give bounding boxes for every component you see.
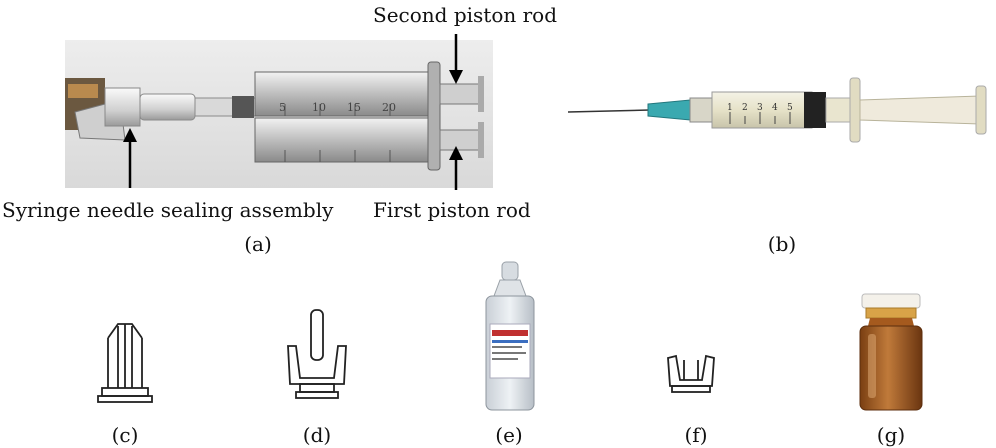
caption-a: (a) — [244, 232, 272, 256]
tick-label: 3 — [757, 103, 763, 113]
tick-label: 1 — [727, 103, 733, 113]
tick-label: 5 — [787, 103, 793, 113]
tick-label: 15 — [347, 101, 361, 114]
label-needle-sealing-assembly: Syringe needle sealing assembly — [2, 198, 334, 222]
tick-label: 20 — [382, 101, 396, 114]
tick-label: 10 — [312, 101, 326, 114]
tick-label: 2 — [742, 103, 748, 113]
caption-f: (f) — [684, 423, 708, 447]
tick-label: 5 — [279, 101, 286, 114]
caption-b: (b) — [767, 232, 797, 256]
caption-c: (c) — [111, 423, 139, 447]
caption-g: (g) — [876, 423, 906, 447]
label-second-piston-rod: Second piston rod — [373, 3, 558, 27]
tick-label: 4 — [772, 103, 778, 113]
label-first-piston-rod: First piston rod — [373, 198, 531, 222]
caption-d: (d) — [302, 423, 332, 447]
caption-e: (e) — [495, 423, 523, 447]
